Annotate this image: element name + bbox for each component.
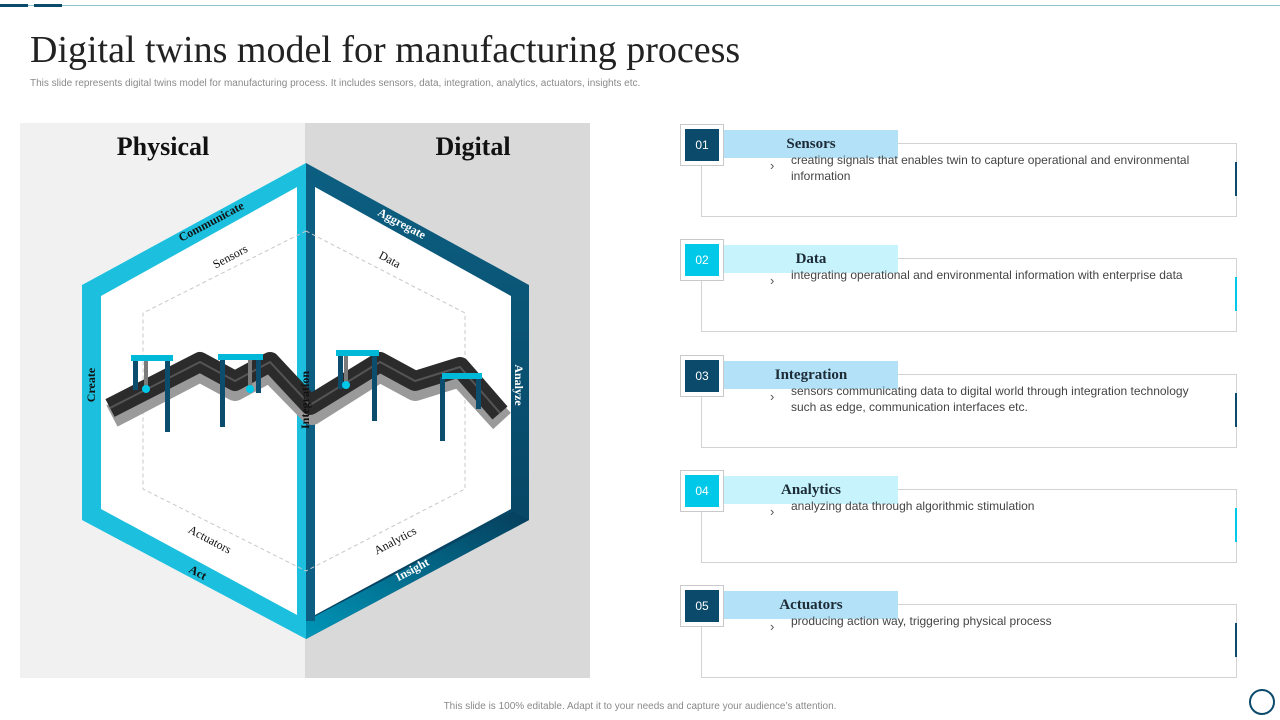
top-rule <box>0 5 1280 6</box>
item-accent-bar <box>1235 623 1237 657</box>
hexagon-inner-left <box>101 187 297 615</box>
chevron-right-icon: › <box>770 504 775 519</box>
digital-heading: Digital <box>435 132 510 161</box>
label-create: Create <box>84 367 98 402</box>
footer-note: This slide is 100% editable. Adapt it to… <box>443 701 837 712</box>
list-item-analytics: Analytics 04 › analyzing data through al… <box>680 470 1240 570</box>
item-number: 03 <box>685 360 719 392</box>
item-number: 02 <box>685 244 719 276</box>
hexagon-insight-frame <box>306 512 529 639</box>
item-label: Integration <box>724 361 898 389</box>
item-number: 05 <box>685 590 719 622</box>
item-number-badge: 01 <box>680 124 724 166</box>
item-number-badge: 04 <box>680 470 724 512</box>
item-accent-bar <box>1235 393 1237 427</box>
item-description: creating signals that enables twin to ca… <box>791 153 1190 183</box>
label-analyze: Analyze <box>512 364 526 406</box>
list-item-sensors: Sensors 01 › creating signals that enabl… <box>680 124 1240 224</box>
item-description: integrating operational and environmenta… <box>791 268 1183 282</box>
chevron-right-icon: › <box>770 158 775 173</box>
item-accent-bar <box>1235 162 1237 196</box>
item-description: sensors communicating data to digital wo… <box>791 384 1189 414</box>
item-accent-bar <box>1235 508 1237 542</box>
corner-circle-icon <box>1249 689 1275 715</box>
item-number: 04 <box>685 475 719 507</box>
digital-twin-diagram: Physical Digital <box>20 123 590 678</box>
item-description: analyzing data through algorithmic stimu… <box>791 499 1035 513</box>
item-number-badge: 05 <box>680 585 724 627</box>
chevron-right-icon: › <box>770 619 775 634</box>
item-label: Sensors <box>724 130 898 158</box>
item-description: producing action way, triggering physica… <box>791 614 1052 628</box>
list-item-actuators: Actuators 05 › producing action way, tri… <box>680 585 1240 685</box>
inner-dashed-hexagon <box>142 230 466 572</box>
top-accent-mark <box>0 4 28 7</box>
hexagon-inner-right <box>315 187 511 615</box>
conveyor-belt-illustration <box>105 350 511 441</box>
physical-heading: Physical <box>117 132 209 161</box>
item-label: Data <box>724 245 898 273</box>
label-integration: Integration <box>298 371 312 429</box>
list-item-data: Data 02 › integrating operational and en… <box>680 239 1240 339</box>
item-accent-bar <box>1235 277 1237 311</box>
item-number-badge: 02 <box>680 239 724 281</box>
chevron-right-icon: › <box>770 273 775 288</box>
top-accent-mark <box>34 4 62 7</box>
page-subtitle: This slide represents digital twins mode… <box>30 78 641 89</box>
item-label: Actuators <box>724 591 898 619</box>
chevron-right-icon: › <box>770 389 775 404</box>
item-number: 01 <box>685 129 719 161</box>
item-label: Analytics <box>724 476 898 504</box>
list-item-integration: Integration 03 › sensors communicating d… <box>680 355 1240 455</box>
page-title: Digital twins model for manufacturing pr… <box>30 29 741 71</box>
item-number-badge: 03 <box>680 355 724 397</box>
